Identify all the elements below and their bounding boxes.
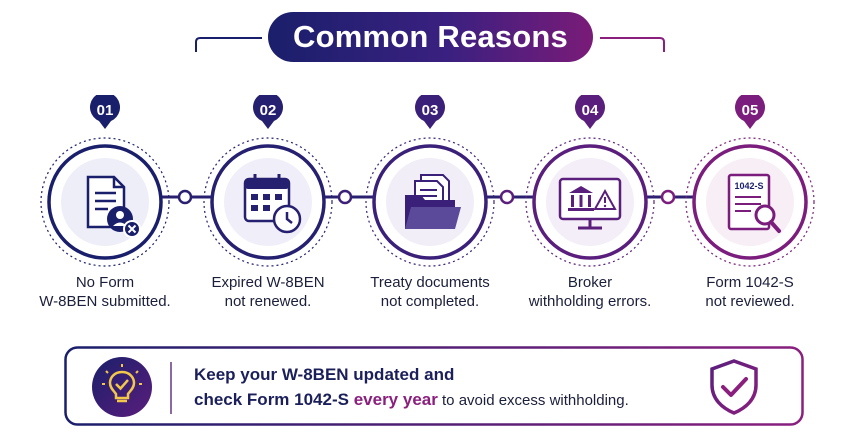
step-badge <box>575 95 605 129</box>
form-label: 1042-S <box>734 181 763 191</box>
monitor-bank-warning-icon <box>525 137 655 267</box>
step-badge <box>90 95 120 129</box>
step-number: 02 <box>259 101 277 119</box>
step-number: 05 <box>741 101 759 119</box>
tip-text: Keep your W-8BEN updated and check Form … <box>194 365 629 409</box>
shield-check-icon <box>710 359 758 415</box>
tip-divider <box>170 362 172 414</box>
step-badge <box>253 95 283 129</box>
step-number: 04 <box>581 101 599 119</box>
folder-documents-icon <box>365 137 495 267</box>
step-badge <box>735 95 765 129</box>
step-number: 03 <box>421 101 439 119</box>
page-title: Common Reasons <box>268 12 593 62</box>
step-number: 01 <box>96 101 114 119</box>
step-badge <box>415 95 445 129</box>
form-magnifier-icon: 1042-S <box>685 137 815 267</box>
document-x-icon <box>40 137 170 267</box>
calendar-clock-icon <box>203 137 333 267</box>
tip-box <box>64 346 804 426</box>
lightbulb-check-icon <box>92 357 152 417</box>
